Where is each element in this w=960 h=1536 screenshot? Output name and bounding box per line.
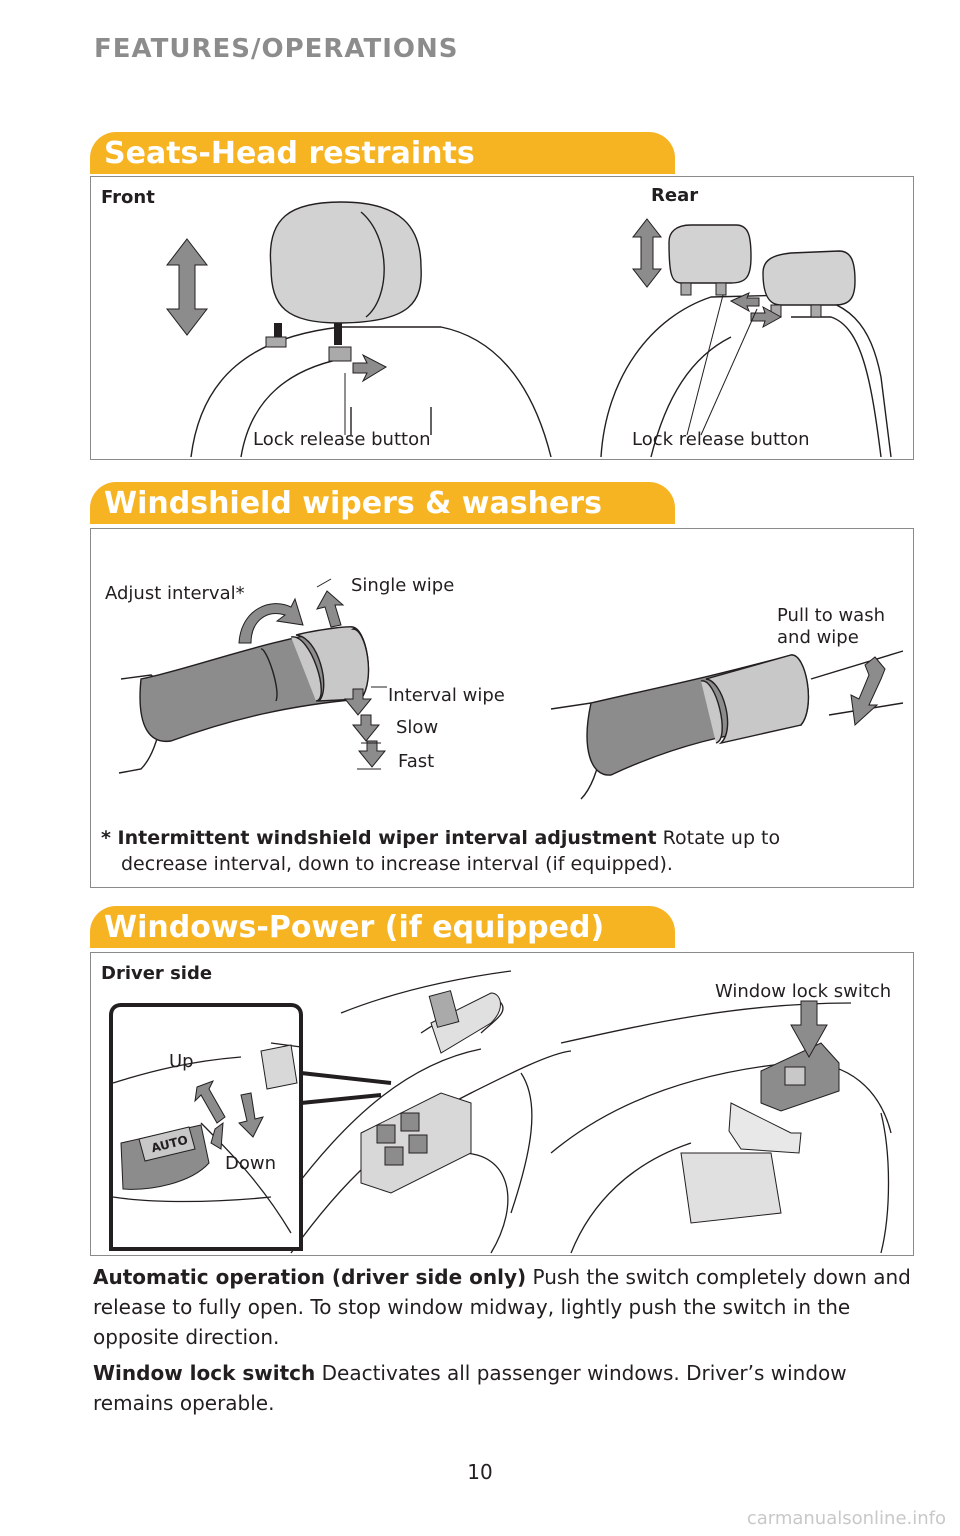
window-lock-switch-label: Window lock switch — [715, 981, 892, 1002]
single-wipe-label: Single wipe — [351, 575, 455, 596]
seats-illustration — [165, 201, 892, 458]
windows-panel: Driver side Window lock switch Up Down A… — [90, 952, 914, 1256]
window-lock-paragraph: Window lock switch Deactivates all passe… — [93, 1358, 913, 1418]
wipers-panel: Adjust interval* Single wipe Interval wi… — [90, 528, 914, 888]
seats-panel: Front Rear Lock release button Lock rele… — [90, 176, 914, 460]
seats-section-title-bar: Seats-Head restraints — [90, 132, 675, 174]
wiper-note-text-2: decrease interval, down to increase inte… — [121, 853, 673, 875]
rear-lock-release-label: Lock release button — [632, 429, 810, 450]
page-number: 10 — [467, 1460, 493, 1484]
wipers-section-title: Windshield wipers & washers — [104, 486, 602, 521]
window-lock-text: Deactivates all passenger windows. Drive… — [93, 1361, 847, 1415]
wiper-interval-note: * Intermittent windshield wiper interval… — [101, 825, 901, 877]
fast-label: Fast — [398, 751, 435, 772]
wiper-note-text-1: Rotate up to — [656, 827, 781, 849]
page-header: FEATURES/OPERATIONS — [94, 34, 459, 64]
window-lock-heading: Window lock switch — [93, 1361, 316, 1385]
front-lock-release-label: Lock release button — [253, 429, 431, 450]
wiper-note-bold: * Intermittent windshield wiper interval… — [101, 827, 657, 849]
watermark: carmanualsonline.info — [746, 1508, 946, 1529]
auto-operation-text: Push the switch completely down and rele… — [93, 1265, 911, 1349]
wipers-section-title-bar: Windshield wipers & washers — [90, 482, 675, 524]
windows-illustration — [109, 970, 892, 1254]
slow-label: Slow — [396, 717, 439, 738]
seats-section-title: Seats-Head restraints — [104, 136, 475, 171]
pull-to-wash-line-1: Pull to wash — [777, 605, 885, 626]
down-label: Down — [225, 1153, 277, 1174]
adjust-interval-label: Adjust interval* — [105, 583, 245, 604]
driver-side-label: Driver side — [101, 963, 213, 984]
windows-section-title: Windows-Power (if equipped) — [104, 910, 605, 945]
pull-to-wash-label: Pull to wash and wipe — [777, 605, 885, 649]
rear-label: Rear — [651, 185, 699, 206]
wipers-illustration — [118, 578, 904, 800]
auto-operation-paragraph: Automatic operation (driver side only) P… — [93, 1262, 913, 1352]
front-label: Front — [101, 187, 155, 208]
up-label: Up — [169, 1051, 194, 1072]
pull-to-wash-line-2: and wipe — [777, 627, 859, 648]
interval-wipe-label: Interval wipe — [388, 685, 505, 706]
auto-operation-heading: Automatic operation (driver side only) — [93, 1265, 527, 1289]
windows-section-title-bar: Windows-Power (if equipped) — [90, 906, 675, 948]
